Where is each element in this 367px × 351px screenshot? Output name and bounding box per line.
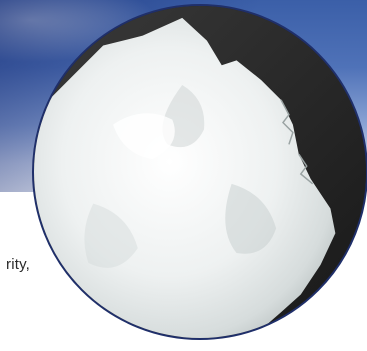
- mineral-photo-circle: [32, 4, 367, 340]
- rock-edge-detail-2: [298, 153, 314, 185]
- body-text-fragment: rity,: [6, 256, 31, 273]
- rock-shadow-2: [225, 183, 277, 254]
- rock-highlight: [113, 113, 175, 160]
- rock-shape: [34, 17, 336, 338]
- white-mineral-rock-photo: [34, 6, 366, 338]
- rock-edge-detail: [280, 99, 294, 145]
- rock-shadow-3: [84, 203, 138, 268]
